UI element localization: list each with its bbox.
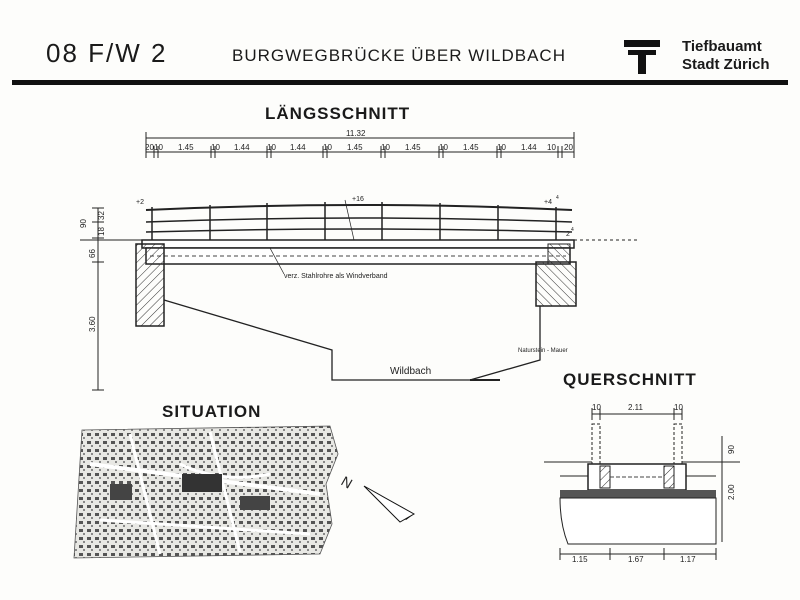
north-arrow-icon: N <box>339 473 416 523</box>
org-line-2: Stadt Zürich <box>682 56 770 73</box>
document-code: 08 F/W 2 <box>46 38 168 68</box>
wall-note: Naturstein - Mauer <box>518 348 568 354</box>
mark-left: +2 <box>136 199 144 206</box>
section-title-longitudinal: LÄNGSSCHNITT <box>265 104 411 123</box>
dim-vert-32: 32 <box>97 211 106 220</box>
dim-seg-17: 20 <box>564 143 573 152</box>
header-rule <box>12 80 788 85</box>
tiefbauamt-logo-icon <box>624 40 660 74</box>
cross-dim-bottom-3: 1.17 <box>680 555 696 564</box>
cross-dim-vert-200: 2.00 <box>727 484 736 500</box>
dim-vert-66: 66 <box>88 249 97 258</box>
mark-right-low-sup: 4 <box>571 227 574 233</box>
dim-seg-14: 10 <box>497 143 506 152</box>
dim-seg-13: 1.45 <box>463 143 479 152</box>
cross-dim-vert-90: 90 <box>727 445 736 454</box>
cross-dim-top-2: 2.11 <box>628 403 644 412</box>
cross-dim-bottom-1: 1.15 <box>572 555 588 564</box>
mark-mid: +16 <box>352 196 364 203</box>
windbrace-note: verz. Stahlrohre als Windverband <box>284 273 388 280</box>
situation-map: N <box>73 425 416 559</box>
dim-total: 11.32 <box>346 129 366 138</box>
dim-vert-18: 18 <box>97 227 106 236</box>
dim-seg-16: 10 <box>547 143 556 152</box>
dim-vert-90: 90 <box>79 219 88 228</box>
dim-seg-5: 1.44 <box>234 143 250 152</box>
dim-seg-11: 1.45 <box>405 143 421 152</box>
document-title: BURGWEGBRÜCKE ÜBER WILDBACH <box>232 46 566 65</box>
section-title-situation: SITUATION <box>162 402 262 421</box>
dim-seg-2: 10 <box>154 143 163 152</box>
dim-seg-7: 1.44 <box>290 143 306 152</box>
cross-dim-top-3: 10 <box>674 403 683 412</box>
dim-seg-4: 10 <box>211 143 220 152</box>
dim-seg-10: 10 <box>381 143 390 152</box>
dim-seg-8: 10 <box>323 143 332 152</box>
mark-right-low: 2 <box>566 231 570 238</box>
section-title-cross: QUERSCHNITT <box>563 370 697 389</box>
dim-seg-6: 10 <box>267 143 276 152</box>
dim-seg-15: 1.44 <box>521 143 537 152</box>
dim-seg-1: 20 <box>145 143 154 152</box>
dim-seg-9: 1.45 <box>347 143 363 152</box>
cross-dim-bottom-2: 1.67 <box>628 555 644 564</box>
dim-seg-12: 10 <box>439 143 448 152</box>
mark-right-sup: 4 <box>556 195 559 201</box>
north-label: N <box>339 473 356 492</box>
cross-section-drawing: 10 2.11 10 90 2.00 1.15 1.67 1.17 <box>544 403 740 564</box>
cross-dim-top-1: 10 <box>592 403 601 412</box>
org-line-1: Tiefbauamt <box>682 38 762 55</box>
stream-label: Wildbach <box>390 366 431 377</box>
dim-seg-3: 1.45 <box>178 143 194 152</box>
mark-right: +4 <box>544 199 552 206</box>
organization-name: Tiefbauamt Stadt Zürich <box>682 38 770 74</box>
dim-vert-360: 3.60 <box>88 316 97 332</box>
